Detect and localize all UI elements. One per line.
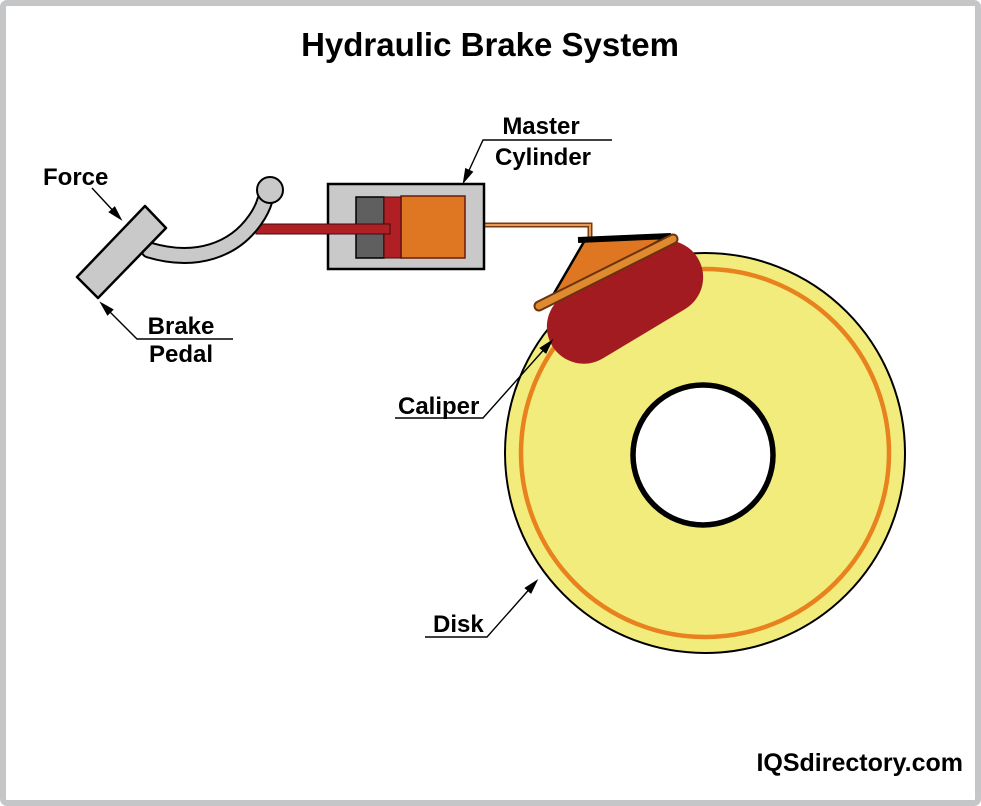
hydraulic-line-outline	[470, 222, 593, 240]
brake-pedal-label-line2: Pedal	[149, 341, 213, 368]
hydraulic-line	[470, 224, 591, 240]
disk-leader-line	[425, 579, 539, 638]
caliper-label: Caliper	[398, 393, 479, 420]
master-cylinder-label-line2: Cylinder	[495, 144, 591, 171]
caliper-body	[546, 240, 704, 364]
pedal-lever	[142, 193, 272, 262]
caliper-bracket-top-edge	[577, 233, 672, 243]
master-cylinder-leader-line	[462, 139, 612, 185]
force-label: Force	[43, 164, 108, 191]
disk-hub	[630, 382, 776, 528]
force-leader-line	[91, 187, 123, 221]
pushrod	[255, 223, 391, 235]
disk-label: Disk	[433, 611, 484, 638]
brake-pedal-pad	[75, 204, 168, 300]
page-title: Hydraulic Brake System	[301, 26, 679, 63]
brake-pad	[535, 235, 677, 310]
brake-pedal-label-line1: Brake	[148, 313, 215, 340]
master-cylinder-label-line1: Master	[502, 113, 579, 140]
disk-friction-ring	[518, 266, 892, 640]
watermark: IQSdirectory.com	[756, 749, 963, 777]
fluid-chamber	[400, 195, 466, 259]
brake-pedal-leader-line	[99, 301, 233, 340]
pedal-pivot-ball	[256, 176, 284, 204]
caliper-leader-line	[395, 339, 554, 419]
